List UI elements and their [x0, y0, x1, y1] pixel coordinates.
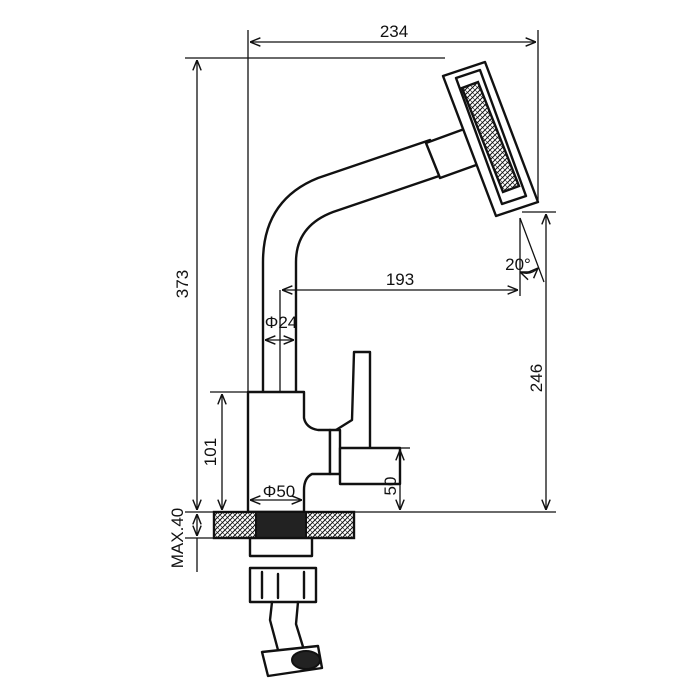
label-spout-reach: 193 [386, 270, 414, 289]
spout-pipe-inner [294, 173, 444, 394]
label-body-height: 101 [201, 438, 220, 466]
deck-core [255, 511, 307, 539]
dim-arc-20 [520, 268, 538, 273]
shank [248, 536, 314, 558]
label-pipe-diameter: Φ24 [265, 313, 297, 332]
label-spout-angle: 20° [505, 255, 531, 274]
label-overall-width: 234 [380, 22, 408, 41]
hose-outlet [291, 650, 321, 670]
faucet-outline [212, 60, 540, 678]
label-outlet-height: 246 [527, 364, 546, 392]
spray-head-face [454, 68, 528, 206]
spray-nozzle-mesh [460, 80, 521, 194]
label-body-diameter: Φ50 [263, 482, 295, 501]
label-mount-thickness: MAX.40 [168, 508, 187, 568]
mounting-nut [248, 566, 318, 604]
label-overall-height: 373 [173, 270, 192, 298]
lever-base [328, 428, 342, 476]
dimension-lines [185, 30, 556, 572]
label-lever-height: 50 [381, 477, 400, 496]
supply-hose [268, 600, 306, 652]
spout-pipe [261, 138, 432, 394]
